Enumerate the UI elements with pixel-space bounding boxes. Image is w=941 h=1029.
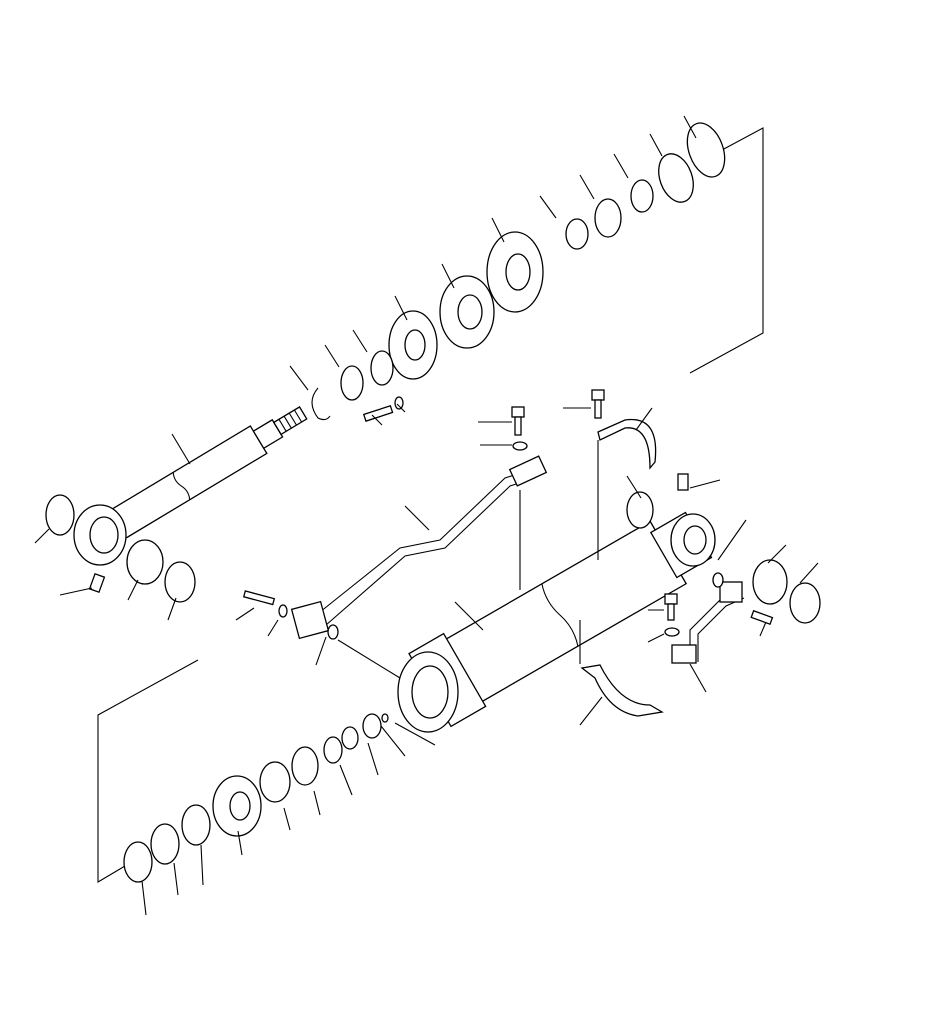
- cushion-plunger: [291, 746, 319, 786]
- wiper-ring: [340, 365, 364, 401]
- left-seal: [45, 494, 75, 536]
- washer: [512, 441, 528, 451]
- piston-rod: [108, 406, 308, 540]
- bolt-head: [511, 406, 525, 418]
- grease-fitting-small: [381, 713, 389, 723]
- bolt-shank: [594, 399, 602, 419]
- upper-band: [597, 418, 657, 470]
- bottom-bushing: [752, 559, 788, 605]
- bolt-horizontal: [242, 590, 276, 606]
- backup-ring: [658, 153, 694, 203]
- piston-ring-1: [123, 841, 153, 883]
- tube-head-bore: [411, 665, 449, 719]
- grease-fitting: [677, 473, 689, 491]
- piston-ring-3: [181, 804, 211, 846]
- buffer-ring: [594, 198, 622, 238]
- bolt-horizontal: [750, 609, 774, 626]
- piston-ring-2: [150, 823, 180, 865]
- o-ring-small: [327, 624, 339, 640]
- pipe-small-block: [671, 644, 697, 664]
- pipe-clamp-plate: [508, 455, 548, 487]
- rod-eye-bore: [89, 516, 119, 554]
- pipe-small-flange: [719, 581, 743, 603]
- cushion-ring: [259, 761, 291, 803]
- bolt-head: [664, 593, 678, 605]
- seal-ring-parts: [45, 122, 821, 883]
- leader-lines: [34, 115, 819, 916]
- washer: [394, 396, 404, 410]
- bolt-shank: [667, 603, 675, 621]
- lower-band: [580, 664, 664, 717]
- flange-plate-bore: [404, 329, 426, 361]
- rod-packing: [565, 218, 589, 250]
- o-ring-bottom: [712, 572, 724, 588]
- group-bracket-top: [689, 127, 764, 374]
- grease-fitting: [88, 572, 106, 594]
- snap-ring: [311, 387, 331, 421]
- pipe-flange-block: [290, 600, 330, 640]
- rod-dust-seal: [164, 561, 196, 603]
- bottom-dust-seal: [789, 582, 821, 624]
- cylinder-bottom-bore: [683, 525, 707, 555]
- dust-seal: [370, 350, 394, 386]
- group-bracket-bottom: [97, 659, 199, 883]
- piston-nut: [341, 726, 359, 750]
- piston-o-ring: [362, 713, 382, 739]
- head-body-bore: [457, 294, 483, 330]
- o-ring: [686, 122, 726, 178]
- bolts: [88, 389, 774, 637]
- piston-bore: [229, 791, 251, 821]
- washer: [278, 604, 288, 618]
- washer: [664, 627, 680, 637]
- bolt-horizontal: [362, 405, 394, 422]
- bottom-seal-left: [626, 491, 654, 529]
- rod-bushing: [126, 539, 164, 585]
- bolt-head: [591, 389, 605, 401]
- piston-nut-washer: [323, 736, 343, 764]
- bolt-shank: [514, 416, 522, 436]
- cylinder-head-bore: [505, 253, 531, 291]
- bushing: [630, 179, 654, 213]
